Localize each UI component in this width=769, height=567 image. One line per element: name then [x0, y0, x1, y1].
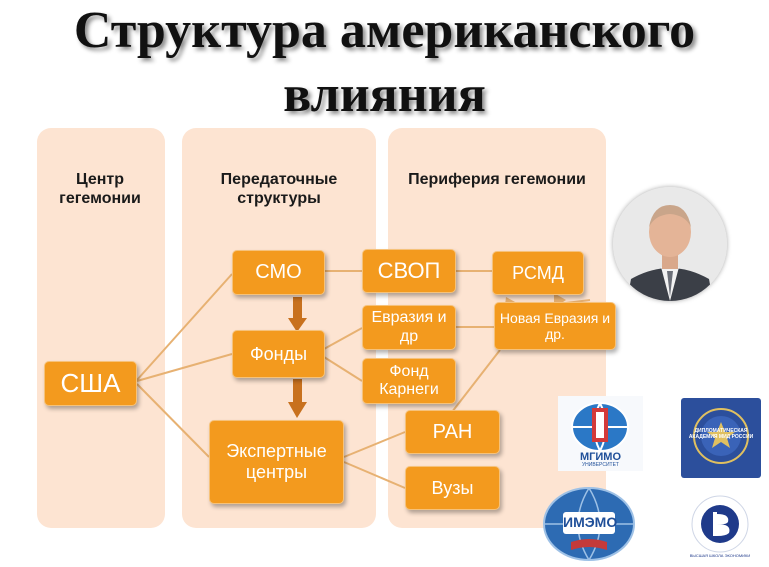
node-usa: США [44, 361, 137, 406]
hse-logo-text: ВЫСШАЯ ШКОЛА ЭКОНОМИКИ [689, 553, 751, 558]
down-arrow-funds-expert-shaft [293, 379, 302, 404]
link-usa-funds [136, 353, 233, 382]
node-carnegie: Фонд Карнеги [362, 358, 456, 404]
link-funds-carnegie [323, 356, 363, 382]
person-silhouette-icon [613, 187, 727, 301]
hse-logo: ВЫСШАЯ ШКОЛА ЭКОНОМИКИ [684, 490, 756, 562]
node-eurasia: Евразия и др [362, 305, 456, 350]
link-expert-vuzy [343, 461, 406, 489]
node-svop: СВОП [362, 249, 456, 293]
down-arrow-funds-expert-head [288, 402, 307, 418]
imemo-logo: ИМЭМО [541, 486, 637, 562]
mgimo-logo-text: МГИМО [579, 451, 622, 463]
down-arrow-smo-funds-head [288, 318, 307, 332]
title-line-1: Структура американского [73, 2, 696, 59]
link-expert-ran [343, 431, 406, 458]
column-transfer-heading: Передаточные структуры [220, 171, 338, 207]
title-line-2: влияния [283, 66, 486, 123]
node-ran: РАН [405, 410, 500, 454]
down-arrow-smo-funds-shaft [293, 297, 302, 320]
link-ran-neweurasia [451, 349, 501, 413]
mgimo-logo: МГИМО УНИВЕРСИТЕТ [558, 396, 643, 471]
column-center [37, 128, 165, 528]
portrait-photo [613, 187, 727, 301]
mgimo-logo-subtext: УНИВЕРСИТЕТ [582, 462, 619, 468]
node-smo: СМО [232, 250, 325, 295]
column-center-heading: Центр гегемонии [59, 171, 141, 207]
node-funds: Фонды [232, 330, 325, 378]
node-rsmd: РСМД [492, 251, 584, 295]
node-new-eurasia: Новая Евразия и др. [494, 302, 616, 350]
diplomatic-academy-logo: ДИПЛОМАТИЧЕСКАЯ АКАДЕМИЯ МИД РОССИИ [681, 398, 761, 478]
link-funds-eurasia [323, 327, 363, 350]
imemo-logo-text: ИМЭМО [563, 514, 618, 530]
link-usa-smo [136, 273, 233, 381]
node-vuzy: Вузы [405, 466, 500, 510]
link-usa-expert [136, 383, 210, 458]
column-periphery-heading: Периферия гегемонии [408, 171, 586, 188]
diplomatic-academy-text: ДИПЛОМАТИЧЕСКАЯ АКАДЕМИЯ МИД РОССИИ [688, 428, 754, 440]
node-expert-centers: Экспертные центры [209, 420, 344, 504]
